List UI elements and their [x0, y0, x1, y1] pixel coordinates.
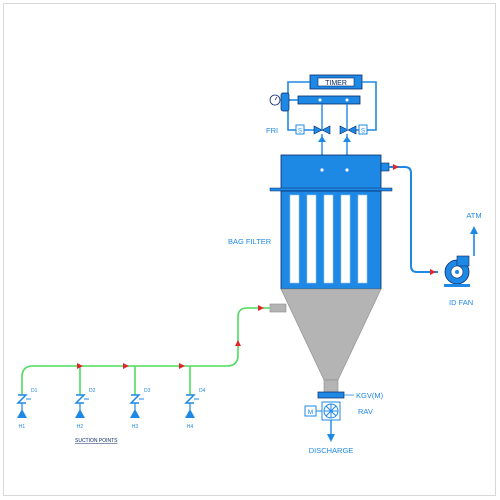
kgv-valve — [317, 391, 345, 399]
suction-flow-arrow-2 — [123, 363, 129, 369]
hopper-spout — [323, 379, 339, 393]
solenoid-left-label: S — [298, 129, 302, 135]
suction-point-1: D1 H1 — [16, 388, 38, 430]
suction-flow-arrow-1 — [77, 363, 83, 369]
fri-label: FRI — [266, 126, 278, 135]
filter-bag-3 — [323, 194, 334, 284]
suction-points-label: SUCTION POINTS — [75, 438, 118, 444]
kgv-label: KGV(M) — [356, 391, 384, 400]
fri-gauge-needle — [274, 96, 278, 101]
suction-point-2: D2 H2 — [74, 388, 96, 430]
exhaust-line: ID FAN ATM — [389, 164, 482, 307]
filter-bag-1 — [289, 194, 300, 284]
filter-bag-4 — [340, 194, 351, 284]
suction-flow-arrow-4 — [235, 340, 241, 346]
outlet-duct — [389, 166, 438, 273]
suction-flow-arrow-3 — [179, 363, 185, 369]
rav-label: RAV — [358, 407, 373, 416]
blowpipe-arrow-right — [343, 136, 351, 142]
atm-label: ATM — [466, 211, 481, 220]
hopper-inlet-stub — [269, 303, 287, 313]
hopper-cone — [280, 288, 382, 381]
solenoid-left — [295, 124, 305, 135]
bag-filter: BAG FILTER — [228, 154, 393, 290]
blowpipe-arrow-left — [318, 136, 326, 142]
damper-valve-d4 — [184, 394, 196, 404]
hopper — [269, 288, 382, 393]
hood-h3 — [130, 409, 140, 418]
fri-body — [280, 92, 290, 112]
hood-label-h3: H3 — [132, 424, 139, 430]
canvas-border — [3, 3, 496, 496]
damper-tag-d3: D3 — [144, 388, 151, 394]
hood-label-h4: H4 — [187, 424, 194, 430]
tube-sheet — [269, 187, 393, 192]
suction-point-3: D3 H3 — [129, 388, 151, 430]
damper-tag-d1: D1 — [31, 388, 38, 394]
filter-bag-5 — [357, 194, 368, 284]
id-fan-discharge — [456, 255, 470, 267]
id-fan-shaft — [455, 270, 459, 274]
damper-valve-d3 — [129, 394, 141, 404]
rav-motor-label: M — [308, 409, 313, 416]
damper-valve-d1 — [16, 394, 28, 404]
discharge-arrow — [327, 434, 335, 442]
hood-label-h1: H1 — [19, 424, 26, 430]
plenum-outlet — [380, 162, 390, 172]
damper-tag-d2: D2 — [89, 388, 96, 394]
id-fan-base — [444, 284, 470, 287]
damper-valve-d2 — [74, 394, 86, 404]
diaphragm-valve-right — [339, 125, 357, 135]
timer-assembly: TIMER FRI S S — [266, 74, 377, 155]
suction-network: D1 H1 D2 H2 D3 H3 D4 — [16, 305, 270, 444]
plenum-port-2 — [345, 168, 349, 172]
suction-point-4: D4 H4 — [184, 388, 206, 430]
timer-label-plate — [317, 77, 355, 87]
suction-flow-arrow-5 — [258, 305, 264, 311]
hood-h1 — [17, 409, 27, 418]
outlet-flow-arrow — [393, 164, 399, 170]
hood-h4 — [185, 409, 195, 418]
hood-h2 — [75, 409, 85, 418]
filter-bag-2 — [306, 194, 317, 284]
solenoid-right — [358, 124, 368, 135]
solenoid-right-label: S — [361, 129, 365, 135]
discharge-label: DISCHARGE — [309, 446, 354, 455]
discharge-assembly: KGV(M) M RAV DISCHARGE — [304, 391, 384, 455]
clean-air-plenum — [280, 154, 382, 191]
stack-arrow — [470, 226, 478, 234]
air-header-manifold — [297, 95, 361, 105]
manifold-port-2 — [345, 98, 349, 102]
rav-vanes — [324, 404, 338, 418]
bag-filter-label: BAG FILTER — [228, 237, 272, 246]
fan-inlet-arrow — [430, 269, 436, 275]
hood-label-h2: H2 — [77, 424, 84, 430]
id-fan-label: ID FAN — [449, 298, 473, 307]
manifold-port-1 — [318, 98, 322, 102]
damper-tag-d4: D4 — [199, 388, 206, 394]
timer-label: TIMER — [325, 80, 347, 87]
plenum-port-1 — [320, 168, 324, 172]
suction-main-line — [21, 307, 270, 395]
